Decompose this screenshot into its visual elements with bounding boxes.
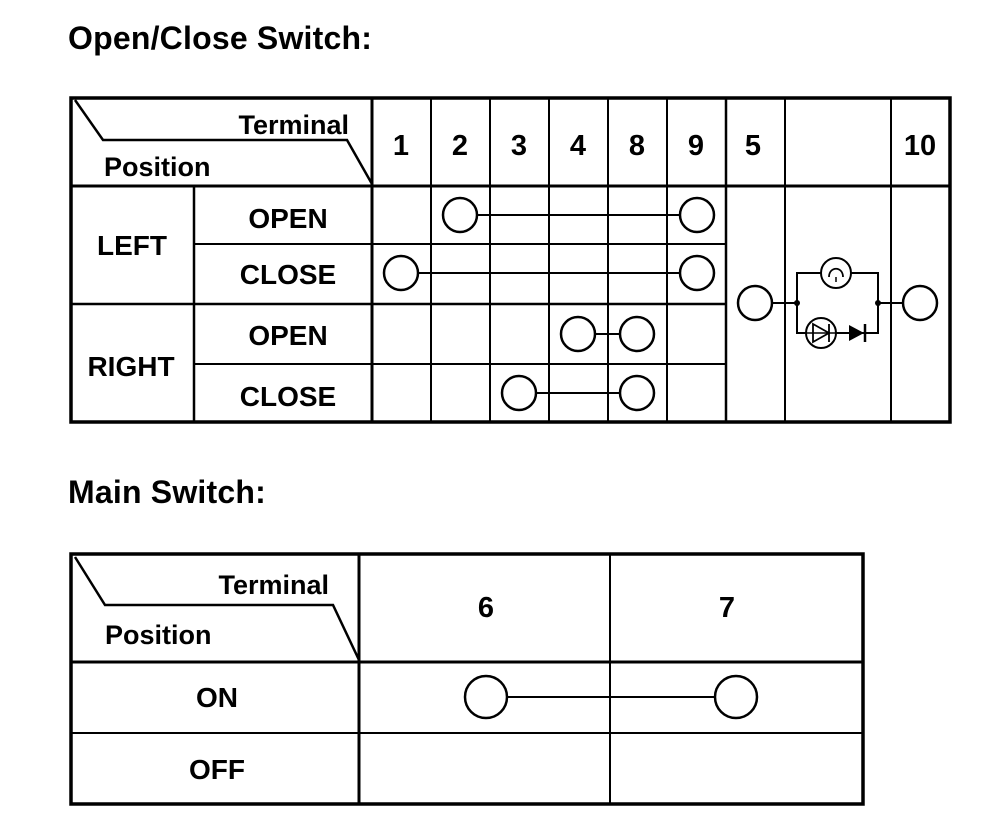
terminal-header: Terminal [218, 570, 329, 600]
terminal-1-header: 1 [393, 130, 409, 162]
terminal-header: Terminal [238, 110, 349, 140]
position-left-close-label: CLOSE [240, 259, 336, 290]
table-frame [69, 96, 952, 424]
header-diagonal [73, 99, 374, 185]
illumination-circuit [736, 257, 939, 349]
terminal-node [559, 315, 597, 353]
terminal-node [901, 284, 939, 322]
position-left-open-label: OPEN [248, 203, 327, 234]
continuity-right-open [559, 315, 656, 353]
table-frame [69, 552, 865, 806]
continuity-left-open [441, 196, 716, 234]
position-header: Position [104, 152, 211, 182]
position-header: Position [105, 620, 212, 650]
terminal-node [463, 674, 509, 720]
terminal-2-header: 2 [452, 130, 468, 162]
header-diagonal [73, 556, 361, 661]
continuity-left-close [382, 254, 716, 292]
terminal-node [736, 284, 774, 322]
position-on-label: ON [196, 682, 238, 713]
terminal-node [618, 315, 656, 353]
main-switch-title: Main Switch: [68, 474, 266, 510]
position-off-label: OFF [189, 754, 245, 785]
terminal-node [382, 254, 420, 292]
terminal-3-header: 3 [511, 130, 527, 162]
open-close-switch-title: Open/Close Switch: [68, 20, 373, 56]
led-icon [805, 317, 837, 349]
terminal-node [678, 254, 716, 292]
position-left-label: LEFT [97, 230, 167, 261]
open-close-switch-table: Terminal Position 1 2 3 4 8 9 5 10 LEFT … [69, 96, 952, 424]
terminal-10-header: 10 [904, 130, 936, 162]
terminal-4-header: 4 [570, 130, 586, 162]
terminal-node [500, 374, 538, 412]
position-right-label: RIGHT [87, 351, 174, 382]
terminal-node [441, 196, 479, 234]
terminal-9-header: 9 [688, 130, 704, 162]
position-right-open-label: OPEN [248, 320, 327, 351]
continuity-main-on [463, 674, 759, 720]
terminal-7-header: 7 [719, 592, 735, 624]
terminal-8-header: 8 [629, 130, 645, 162]
diode-icon [849, 324, 867, 342]
terminal-5-header: 5 [745, 130, 761, 162]
position-right-close-label: CLOSE [240, 381, 336, 412]
terminal-node [678, 196, 716, 234]
bulb-icon [820, 257, 852, 289]
terminal-node [618, 374, 656, 412]
continuity-right-close [500, 374, 656, 412]
terminal-6-header: 6 [478, 592, 494, 624]
terminal-node [713, 674, 759, 720]
main-switch-table: Terminal Position 6 7 ON OFF [69, 552, 865, 806]
